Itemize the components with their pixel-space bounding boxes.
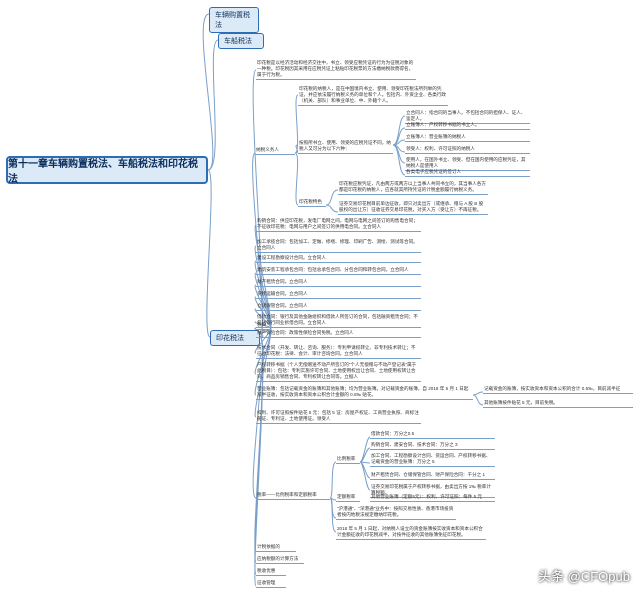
tail-item[interactable]: 税收优惠 bbox=[256, 568, 286, 576]
account-note: 其他账簿按件贴花 5 元，目前免税。 bbox=[483, 400, 633, 408]
tax-item: 加工承揽合同：包括加工、定做、修缮、修理、印刷广告、测绘、测试等合同。立合同人 bbox=[256, 239, 421, 253]
taxpayer-kind: 立合同人：指合同的当事人。不包括合同的担保人、证人、鉴定人。 bbox=[405, 110, 530, 124]
stamp-special-label: 印花税特色 bbox=[298, 199, 326, 207]
proportional-rate: 财产租赁合同、仓储保管合同、财产保险合同：千分之 1 bbox=[370, 472, 495, 480]
tax-item: 技术合同（开发、转让、咨询、服务）：专利申请权转让、非专利技术转让；不征收印花税… bbox=[256, 345, 421, 359]
taxpayer-kind: 立账簿人：产权转移书据的书立人。 bbox=[405, 122, 530, 130]
branch-stamp-tax[interactable]: 印花税法 bbox=[210, 330, 260, 346]
taxpayer-domestic: 印花税的纳税人，是在中国境内书立、使用、领受印花税法所列举的凭证，并应依法履行纳… bbox=[298, 86, 448, 106]
tax-item: 建设工程勘察设计合同。立合同人 bbox=[256, 255, 421, 263]
items-label[interactable]: 税目 bbox=[256, 322, 270, 330]
tail-item[interactable]: 计税依据的 bbox=[256, 544, 296, 552]
tail-item[interactable]: 应纳税额的计算方法 bbox=[256, 556, 304, 564]
fixed-rate: 其他营业账簿（定额5元）：权利、许可证照：每件 5 元 bbox=[370, 494, 495, 502]
taxpayer-kind: 各类电子应税凭证的签订人 bbox=[405, 169, 530, 177]
taxpayer-kind: 立账簿人：营业账簿的纳税人 bbox=[405, 134, 530, 142]
tax-item: 借款合同：银行及其他金融组织和借款人所签订的合同，包括融资租赁合同；不包括银行同… bbox=[256, 314, 421, 328]
fixed-rate-label: 定额税率 bbox=[336, 494, 360, 502]
tax-item: 财产租赁合同。立合同人 bbox=[256, 279, 421, 287]
hk-connect-note: “沪港通”、“深港通”业务中：按照交易性质、香港市场投资者按内地税法规定缴纳印花… bbox=[336, 506, 456, 520]
stamp-special-note: 证券交易印花税目前单边征收，即只对卖出方（或继承、赠与 A 股 B 股股权的出让… bbox=[338, 201, 488, 215]
tax-item: 产权转移书据（个人无偿赠送不动产所签订的“个人无偿赠与不动产登记表”属于此税目）… bbox=[256, 362, 421, 382]
taxpayer-label[interactable]: 纳税义务人 bbox=[255, 147, 295, 155]
taxpayer-kind: 使用人，在国外书立、领受、但在国内使用的应税凭证，其纳税人是使用人 bbox=[405, 157, 530, 171]
tax-item: 购销合同：供应印花税，发电厂电网之间，电网与电网之间签订的购售电合同；不征收印花… bbox=[256, 218, 421, 232]
proportional-rate: 借款合同：万分之0.5 bbox=[370, 431, 495, 439]
tax-item: 建筑安装工程承包合同：包括总承包合同、分包合同和转包合同。立合同人 bbox=[256, 267, 421, 275]
proportional-rate: 购销合同、建安合同、技术合同：万分之 3 bbox=[370, 442, 495, 450]
tax-item: 货物运输合同。立合同人 bbox=[256, 291, 421, 299]
taxpayer-kinds-label: 按照所书立、使用、领受的应税凭证不同，纳税人又可分为以下六种： bbox=[298, 140, 393, 154]
account-note: 记载资金的账簿，按实收资本和资本公积的合计 0.5‰，目前减半征 bbox=[483, 386, 633, 394]
tax-item: 权利、许可证照按件贴花 5 元：包括 5 证：房屋产权证、工商营业执照、商标注册… bbox=[256, 410, 421, 424]
tax-item: 营业账簿：包括记载资金的账簿和其他账簿；均为营业账簿。对记载资金的账簿，自 20… bbox=[256, 386, 473, 400]
proportional-rate: 证券交易印花税属于产权转移书据，由卖出方按 1‰ 税率计算税额。 bbox=[370, 484, 495, 498]
proportional-rate: 加工合同、工程勘察设计合同、货运合同、产权转移书据、记载资金的营业账簿：万分之 … bbox=[370, 453, 495, 467]
stamp-special-note: 印花税应税凭证，凡由两方或两方以上当事人共同书立的，其当事人各方都是印花税的纳税… bbox=[338, 181, 488, 195]
rate-label[interactable]: 税率——比例税率和定额税率 bbox=[256, 492, 330, 500]
taxpayer-kind: 领受人：权利、许可证照的纳税人 bbox=[405, 146, 530, 154]
branch-vessel-tax[interactable]: 车船税法 bbox=[218, 33, 264, 49]
note-2018: 2018 年 5 月 1 日起，对纳税人设立的资金账簿按实收资本和资本公积合计金… bbox=[336, 526, 486, 540]
tax-item: 仓储保管合同。立合同人 bbox=[256, 303, 421, 311]
branch-vehicle-purchase-tax[interactable]: 车辆购置税法 bbox=[209, 7, 259, 33]
tax-item: 财产保险合同：政策性保险合同免税。立合同人 bbox=[256, 330, 421, 338]
stamp-intro: 印花税是以经济活动和经济交往中，书立、领受应税凭证的行为为征税对象的一种税。印花… bbox=[256, 60, 416, 80]
proportional-rate-label: 比例税率 bbox=[336, 456, 360, 464]
root-node[interactable]: 第十一章车辆购置税法、车船税法和印花税法 bbox=[6, 156, 208, 185]
tail-item[interactable]: 征收管理 bbox=[256, 580, 286, 588]
watermark: 头条 @CFOpub bbox=[538, 569, 630, 584]
